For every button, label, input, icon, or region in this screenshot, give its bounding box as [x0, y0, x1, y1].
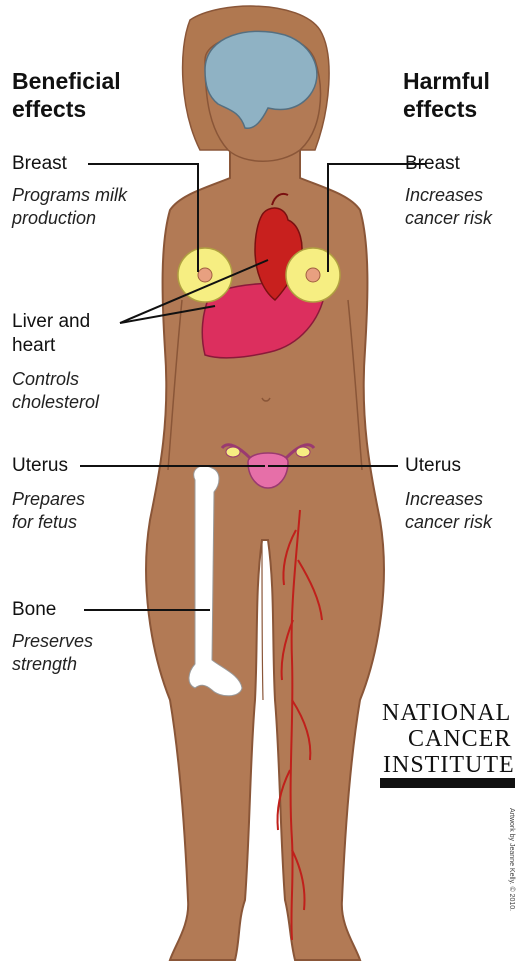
beneficial-breast-label: Breast	[12, 152, 67, 176]
beneficial-liver-heart-effect: Controls cholesterol	[12, 368, 99, 414]
right-ovary	[296, 447, 310, 457]
beneficial-uterus-label: Uterus	[12, 454, 68, 478]
beneficial-header: Beneficial effects	[12, 67, 121, 123]
beneficial-header-line2: effects	[12, 95, 121, 123]
beneficial-bone-effect-line1: Preserves	[12, 630, 93, 653]
harmful-header-line1: Harmful	[403, 67, 490, 95]
harmful-header: Harmful effects	[403, 67, 490, 123]
liver-heart-effect-line2: cholesterol	[12, 391, 99, 414]
liver-heart-effect-line1: Controls	[12, 368, 99, 391]
nci-logo-line2: CANCER	[408, 726, 511, 753]
beneficial-bone-effect-line2: strength	[12, 653, 93, 676]
beneficial-header-line1: Beneficial	[12, 67, 121, 95]
nci-logo-line3: INSTITUTE	[383, 752, 515, 779]
left-nipple	[198, 268, 212, 282]
beneficial-breast-effect-line1: Programs milk	[12, 184, 127, 207]
harmful-header-line2: effects	[403, 95, 490, 123]
harmful-uterus-effect-line1: Increases	[405, 488, 492, 511]
liver-heart-label-line1: Liver and	[12, 310, 90, 334]
leg-inner-line	[262, 540, 263, 700]
right-nipple	[306, 268, 320, 282]
harmful-uterus-effect: Increases cancer risk	[405, 488, 492, 534]
beneficial-uterus-effect: Prepares for fetus	[12, 488, 85, 534]
harmful-breast-effect-line2: cancer risk	[405, 207, 492, 230]
beneficial-liver-heart-label: Liver and heart	[12, 310, 90, 358]
harmful-breast-effect-line1: Increases	[405, 184, 492, 207]
beneficial-bone-effect: Preserves strength	[12, 630, 93, 676]
harmful-breast-effect: Increases cancer risk	[405, 184, 492, 230]
beneficial-breast-effect-line2: production	[12, 207, 127, 230]
beneficial-uterus-effect-line1: Prepares	[12, 488, 85, 511]
harmful-breast-label: Breast	[405, 152, 460, 176]
harmful-uterus-effect-line2: cancer risk	[405, 511, 492, 534]
nci-logo-line1: NATIONAL	[382, 700, 511, 727]
beneficial-uterus-effect-line2: for fetus	[12, 511, 85, 534]
logo-bar	[380, 778, 515, 788]
beneficial-bone-label: Bone	[12, 598, 56, 622]
liver-heart-label-line2: heart	[12, 334, 90, 358]
harmful-uterus-label: Uterus	[405, 454, 461, 478]
artwork-credit: Artwork by Jeanne Kelly. © 2010.	[508, 808, 515, 911]
left-ovary	[226, 447, 240, 457]
beneficial-breast-effect: Programs milk production	[12, 184, 127, 230]
